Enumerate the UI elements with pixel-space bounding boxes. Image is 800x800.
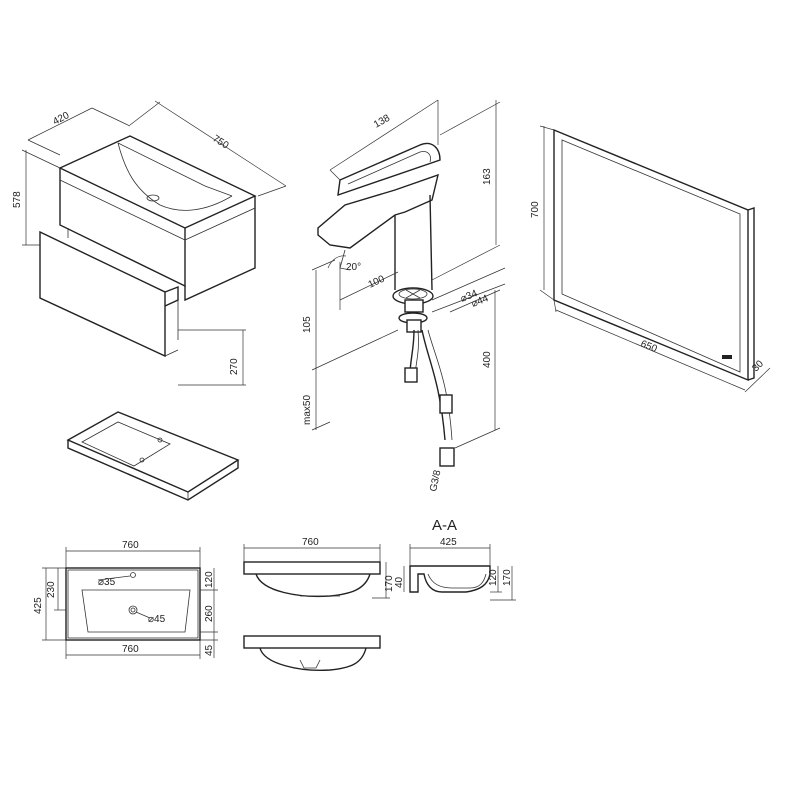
basin-side-view: 760 170 xyxy=(243,537,395,672)
basin-drain-label: ⌀45 xyxy=(148,614,166,625)
faucet-thread-label: G3/8 xyxy=(428,469,443,493)
section-title: A-A xyxy=(432,517,457,534)
basin-rim-label: 120 xyxy=(204,571,215,588)
vanity-height-label: 578 xyxy=(12,191,23,208)
basin-bowl-label: 260 xyxy=(204,605,215,622)
faucet-hose-length-label: 400 xyxy=(482,351,493,368)
vanity-depth-label: 420 xyxy=(51,110,71,128)
vanity-width-label: 750 xyxy=(210,133,230,152)
basin-bottom-width-label: 760 xyxy=(122,644,139,655)
vanity-unit-drawing: 420 750 578 270 xyxy=(12,100,287,386)
mirror-drawing: 700 650 30 xyxy=(530,125,771,393)
vanity-drawer-label: 270 xyxy=(229,358,240,375)
basin-tap-hole-label: ⌀35 xyxy=(98,577,116,588)
faucet-drawing: 138 163 20° 100 ⌀34 ⌀44 105 max50 400 G3… xyxy=(302,99,506,493)
basin-depth-label: 425 xyxy=(33,597,44,614)
faucet-max-thickness-label: max50 xyxy=(302,395,313,425)
section-a-a: A-A 425 40 120 170 xyxy=(394,517,516,601)
faucet-deck-label: 105 xyxy=(302,316,313,333)
section-width-label: 425 xyxy=(440,537,457,548)
basin-side-height-label: 170 xyxy=(384,575,395,592)
section-rim-label: 40 xyxy=(394,576,405,588)
basin-top-width-label: 760 xyxy=(122,540,139,551)
basin-back-depth-label: 230 xyxy=(46,581,57,598)
basin-perspective-drawing xyxy=(66,411,240,501)
faucet-angle-label: 20° xyxy=(346,262,361,273)
basin-top-view: ⌀35 ⌀45 760 760 425 230 120 260 45 xyxy=(33,540,218,659)
mirror-sensor-icon xyxy=(722,355,732,359)
basin-front-label: 45 xyxy=(204,644,215,656)
section-inner-label: 120 xyxy=(488,569,499,586)
faucet-length-label: 138 xyxy=(372,113,392,131)
section-height-label: 170 xyxy=(502,569,513,586)
faucet-reach-label: 100 xyxy=(367,274,387,291)
faucet-height-label: 163 xyxy=(482,168,493,185)
basin-side-width-label: 760 xyxy=(302,537,319,548)
mirror-depth-label: 30 xyxy=(750,358,766,374)
mirror-height-label: 700 xyxy=(530,201,541,218)
